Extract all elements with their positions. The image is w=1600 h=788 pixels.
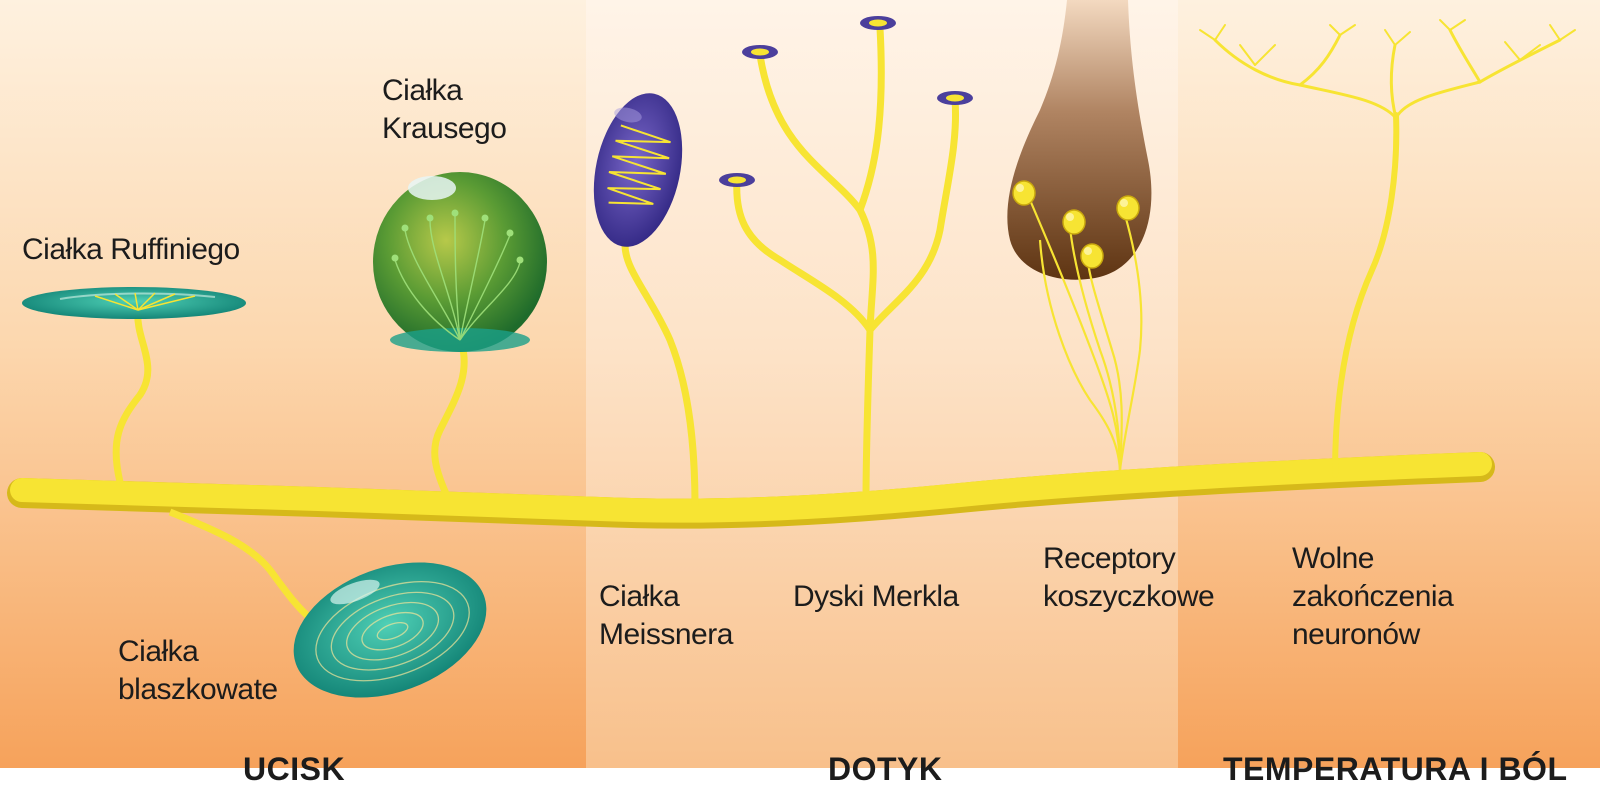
receptor-diagram [7, 0, 1576, 698]
label-lamellar: Ciałka blaszkowate [118, 635, 278, 706]
label-basket: Receptory koszyczkowe [1043, 542, 1215, 613]
category-temperature-pain: TEMPERATURA I BÓL [1223, 751, 1568, 787]
label-free-endings: Wolne zakończenia neuronów [1292, 542, 1454, 651]
label-merkel: Dyski Merkla [793, 580, 959, 613]
merkel-disc [860, 16, 896, 30]
free-nerve-endings [1199, 19, 1576, 478]
merkel-disc [937, 91, 973, 105]
meissner-corpuscle [593, 93, 699, 507]
pressure-zone [0, 0, 586, 768]
merkel-disc [742, 45, 778, 59]
lamellar-corpuscle [168, 508, 487, 698]
category-touch: DOTYK [828, 751, 943, 787]
nerve-trunk [7, 452, 1495, 529]
temperature-pain-zone [1178, 0, 1600, 768]
merkel-disc [719, 173, 755, 187]
label-ruffini: Ciałka Ruffiniego [22, 233, 240, 266]
krause-corpuscle [373, 172, 547, 500]
label-meissner: Ciałka Meissnera [599, 580, 733, 651]
ruffini-corpuscle [22, 287, 246, 483]
label-krause: Ciałka Krausego [382, 74, 507, 145]
basket-receptors [1007, 0, 1152, 471]
merkel-discs [719, 16, 973, 504]
category-pressure: UCISK [243, 751, 346, 787]
